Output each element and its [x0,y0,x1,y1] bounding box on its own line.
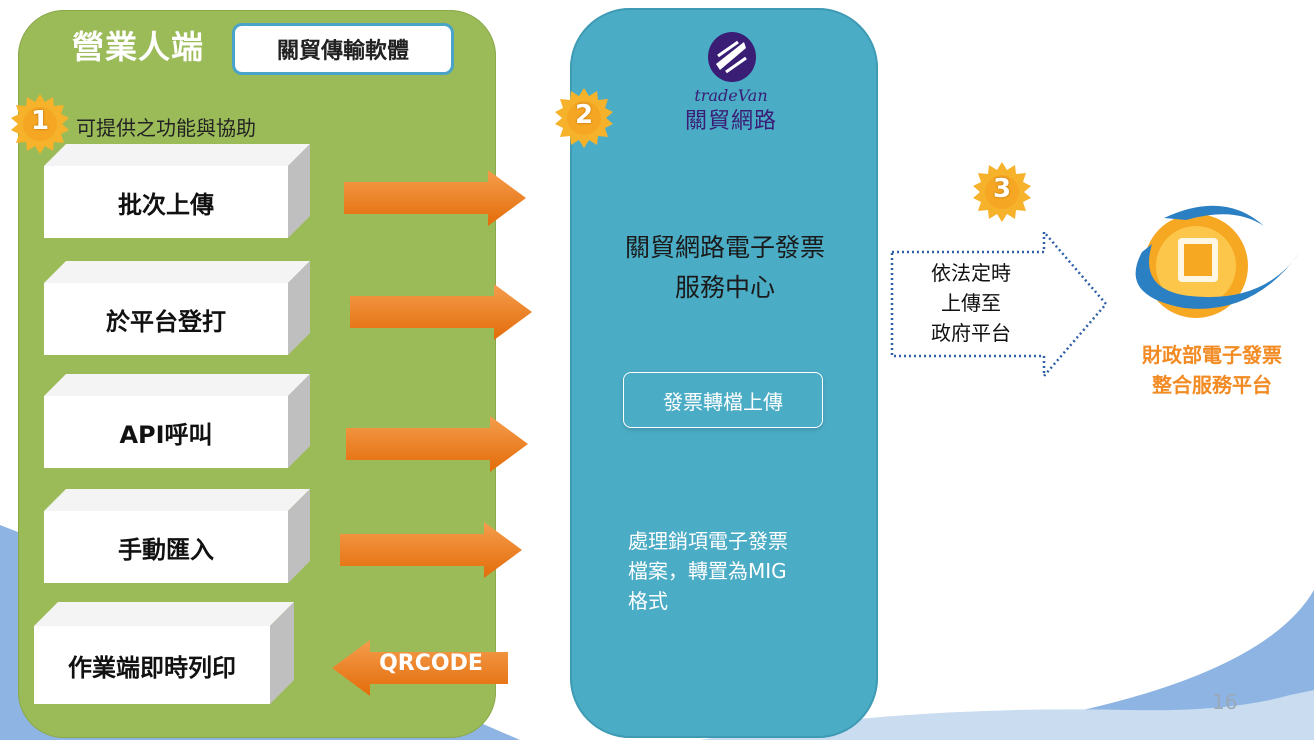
tradevan-brand-en: tradeVan [694,86,768,105]
arrow-right-icon [350,284,532,340]
dotted-arrow-right-icon [890,228,1108,380]
platform-name-line-2: 整合服務平台 [1152,373,1272,397]
process-line-3: 格式 [628,589,668,613]
function-label-realtime-print: 作業端即時列印 [34,626,270,704]
function-box-api-call: API呼叫 [44,374,310,468]
qrcode-arrow-left-icon [332,640,508,696]
function-label-platform-entry: 於平台登打 [44,283,288,355]
function-box-manual-import: 手動匯入 [44,489,310,583]
function-label-manual-import: 手動匯入 [44,511,288,583]
function-label-batch-upload: 批次上傳 [44,166,288,238]
step-3-number: 3 [992,174,1012,204]
step-3-badge-icon [973,162,1031,222]
software-label: 關貿傳輸軟體 [232,23,454,75]
upload-note-line-3: 政府平台 [931,321,1011,345]
convert-upload-box: 發票轉檔上傳 [623,372,823,428]
tradevan-logo-icon [708,32,756,82]
functions-title: 可提供之功能與協助 [76,116,256,140]
platform-name-line-1: 財政部電子發票 [1142,343,1282,367]
arrow-right-icon [346,416,528,472]
function-box-batch-upload: 批次上傳 [44,144,310,238]
service-center-line-2: 服務中心 [674,273,775,302]
einvoice-platform-logo-icon [1135,205,1300,318]
step-2-badge-icon [555,88,613,148]
function-label-api-call: API呼叫 [44,396,288,468]
service-center-title: 關貿網路電子發票 服務中心 [600,228,850,308]
function-box-realtime-print: 作業端即時列印 [34,602,294,704]
step-1-badge-icon [11,94,69,154]
service-center-line-1: 關貿網路電子發票 [624,233,825,262]
tradevan-brand-cn: 關貿網路 [684,109,777,134]
step-2-number: 2 [574,100,594,130]
merchant-title: 營業人端 [72,28,205,66]
upload-note: 依法定時 上傳至 政府平台 [896,258,1046,348]
qrcode-label: QRCODE [379,651,483,676]
page-number: 16 [1212,690,1238,714]
process-line-2: 檔案，轉置為MIG [628,559,787,583]
upload-note-line-2: 上傳至 [941,291,1001,315]
arrow-right-icon [344,170,526,226]
government-platform-name: 財政部電子發票 整合服務平台 [1112,340,1312,400]
process-description: 處理銷項電子發票 檔案，轉置為MIG 格式 [628,526,858,616]
arrow-right-icon [340,522,522,578]
process-line-1: 處理銷項電子發票 [628,529,788,553]
function-box-platform-entry: 於平台登打 [44,261,310,355]
upload-note-line-1: 依法定時 [931,261,1011,285]
step-1-number: 1 [30,106,50,136]
